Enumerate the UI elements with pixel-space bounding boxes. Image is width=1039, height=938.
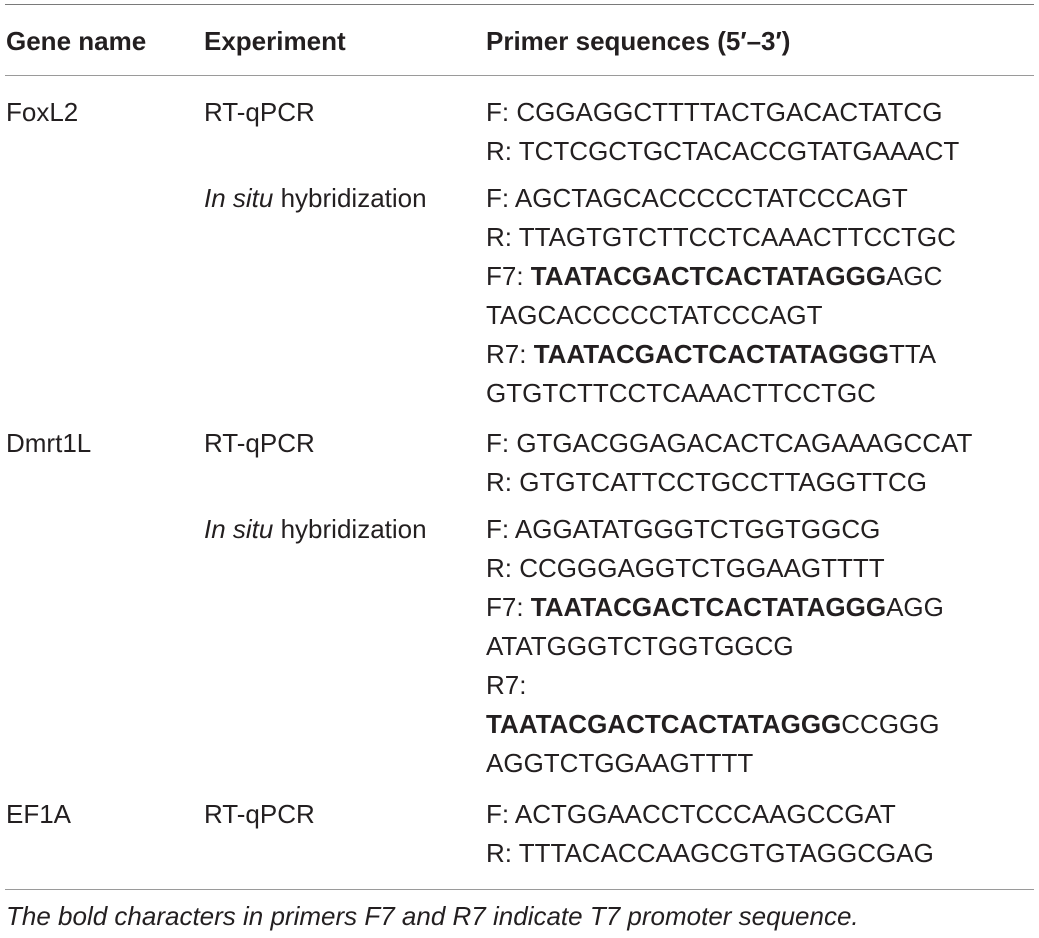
primer-line: R: TCTCGCTGCTACACCGTATGAAACT [486,132,959,171]
primer-text: AGG [886,592,944,622]
primer-line: R7: [486,666,944,705]
primer-text: F: GTGACGGAGACACTCAGAAAGCCAT [486,428,973,458]
primer-text: F: AGCTAGCACCCCCTATCCCAGT [486,183,908,213]
primer-text: R: TCTCGCTGCTACACCGTATGAAACT [486,136,960,166]
table-footnote: The bold characters in primers F7 and R7… [6,901,859,931]
t7-promoter-sequence: TAATACGACTCACTATAGGG [486,709,842,739]
primer-line: TAGCACCCCCTATCCCAGT [486,296,956,335]
primer-line: F: AGCTAGCACCCCCTATCCCAGT [486,179,956,218]
experiment-italic: In situ [204,514,274,544]
primer-text: TAGCACCCCCTATCCCAGT [486,300,823,330]
t7-promoter-sequence: TAATACGACTCACTATAGGG [530,261,887,291]
primer-line: AGGTCTGGAAGTTTT [486,744,944,783]
header-experiment: Experiment [204,26,346,56]
primer-line: F: ACTGGAACCTCCCAAGCCGAT [486,795,934,834]
row-primers: F: GTGACGGAGACACTCAGAAAGCCAT R: GTGTCATTC… [486,424,972,502]
header-primer-sequences: Primer sequences (5′–3′) [486,26,791,56]
experiment-rest: hybridization [273,183,427,213]
row-primers: F: AGGATATGGGTCTGGTGGCG R: CCGGGAGGTCTGGA… [486,510,944,783]
header-gene-name: Gene name [6,26,147,56]
primer-text: R: TTAGTGTCTTCCTCAAACTTCCTGC [486,222,956,252]
primer-text: F: ACTGGAACCTCCCAAGCCGAT [486,799,896,829]
primer-line: R: CCGGGAGGTCTGGAAGTTTT [486,549,944,588]
primer-text: CCGGG [841,709,940,739]
primer-text: R7: [486,339,534,369]
row-gene: Dmrt1L [6,428,92,458]
row-experiment: RT-qPCR [204,799,315,829]
primer-text: TTA [888,339,937,369]
table-top-rule [5,4,1034,5]
primer-line: TAATACGACTCACTATAGGGCCGGG [486,705,944,744]
primer-line: GTGTCTTCCTCAAACTTCCTGC [486,374,956,413]
header-rule [5,75,1034,76]
primer-line: F7: TAATACGACTCACTATAGGGAGG [486,588,944,627]
row-gene: EF1A [6,799,72,829]
primer-line: R7: TAATACGACTCACTATAGGGTTA [486,335,956,374]
table-bottom-rule [5,889,1034,890]
row-gene: FoxL2 [6,97,79,127]
primer-line: F7: TAATACGACTCACTATAGGGAGC [486,257,956,296]
primer-text: GTGTCTTCCTCAAACTTCCTGC [486,378,876,408]
primer-line: F: CGGAGGCTTTTACTGACACTATCG [486,93,959,132]
primer-text: R: GTGTCATTCCTGCCTTAGGTTCG [486,467,927,497]
row-primers: F: ACTGGAACCTCCCAAGCCGAT R: TTTACACCAAGCG… [486,795,934,873]
primer-text: F7: [486,592,531,622]
primer-line: ATATGGGTCTGGTGGCG [486,627,944,666]
row-experiment: RT-qPCR [204,428,315,458]
primer-text: R: TTTACACCAAGCGTGTAGGCGAG [486,838,934,868]
primer-line: R: TTTACACCAAGCGTGTAGGCGAG [486,834,934,873]
primer-text: R: CCGGGAGGTCTGGAAGTTTT [486,553,885,583]
t7-promoter-sequence: TAATACGACTCACTATAGGG [533,339,889,369]
row-experiment: RT-qPCR [204,97,315,127]
primer-text: ATATGGGTCTGGTGGCG [486,631,794,661]
primer-text: R7: [486,670,527,700]
primer-line: F: GTGACGGAGACACTCAGAAAGCCAT [486,424,972,463]
primer-text: AGGTCTGGAAGTTTT [486,748,754,778]
row-experiment: In situ hybridization [204,179,427,218]
row-experiment: In situ hybridization [204,510,427,549]
row-primers: F: AGCTAGCACCCCCTATCCCAGT R: TTAGTGTCTTCC… [486,179,956,413]
primer-line: R: GTGTCATTCCTGCCTTAGGTTCG [486,463,972,502]
primer-text: F: CGGAGGCTTTTACTGACACTATCG [486,97,943,127]
experiment-italic: In situ [204,183,274,213]
t7-promoter-sequence: TAATACGACTCACTATAGGG [530,592,887,622]
primer-line: F: AGGATATGGGTCTGGTGGCG [486,510,944,549]
row-primers: F: CGGAGGCTTTTACTGACACTATCG R: TCTCGCTGCT… [486,93,959,171]
experiment-rest: hybridization [273,514,427,544]
primer-text: AGC [886,261,943,291]
primer-text: F7: [486,261,531,291]
primer-line: R: TTAGTGTCTTCCTCAAACTTCCTGC [486,218,956,257]
primer-text: F: AGGATATGGGTCTGGTGGCG [486,514,881,544]
